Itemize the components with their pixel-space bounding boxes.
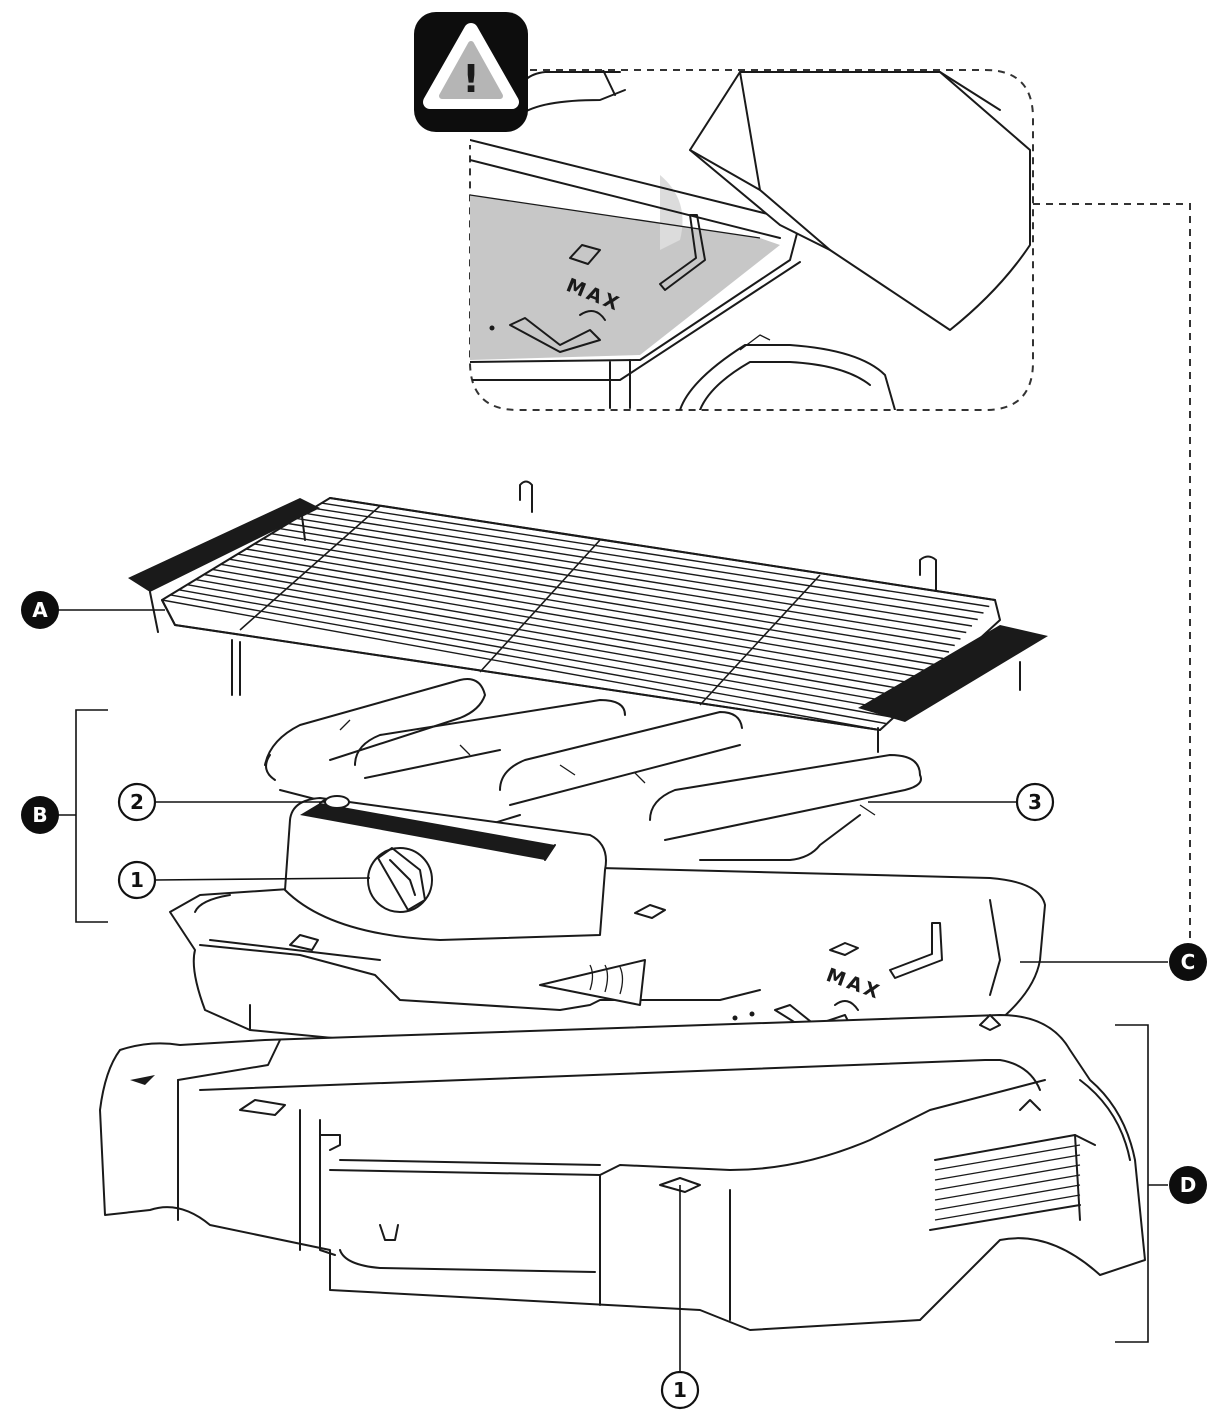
grill-rack-support: [239, 505, 381, 631]
inset-fill-icon: [509, 310, 606, 353]
callout-1-base-label: 1: [673, 1378, 687, 1402]
grill-rack-bar: [203, 573, 909, 699]
callout-1-knob-label: 1: [130, 868, 144, 892]
callout-1-knob: 1: [117, 860, 371, 900]
grill-rack-bar: [287, 522, 967, 634]
grill-rack-bar: [296, 517, 973, 627]
inset-leader-line: [1033, 203, 1191, 938]
base: [99, 1014, 1146, 1331]
grill-rack-bar: [237, 553, 932, 673]
warning-badge: !: [414, 12, 528, 132]
warning-exclamation: !: [462, 57, 479, 101]
heating-element: [264, 678, 922, 861]
grill-rack-bar: [262, 538, 950, 653]
callout-a: A: [21, 591, 165, 629]
grill-rack-bar: [271, 533, 955, 647]
grill-rack-bar: [254, 543, 944, 660]
grill-rack-bar: [195, 578, 904, 705]
grill-rack: [128, 480, 1048, 753]
grill-rack-bar: [178, 589, 892, 718]
callout-d-label: D: [1180, 1173, 1197, 1197]
grill-rack-bar: [304, 512, 978, 621]
grill-rack-bar: [187, 584, 898, 712]
indicator-light: [324, 795, 350, 809]
water-level-detail-inset: MAX: [469, 69, 1191, 938]
grill-rack-bar: [220, 563, 921, 686]
callout-3-label: 3: [1028, 790, 1042, 814]
grill-rack-bar: [212, 568, 915, 692]
grill-rack-support: [699, 574, 821, 706]
grill-rack-bar: [161, 599, 881, 731]
inset-max-hook: [659, 214, 706, 291]
callout-c: C: [1020, 943, 1207, 981]
control-housing: [284, 795, 607, 941]
grill-rack-bar: [321, 502, 990, 608]
grill-rack-bar: [313, 507, 984, 614]
callout-2-label: 2: [130, 790, 144, 814]
callout-b: B: [21, 709, 108, 923]
callout-3: 3: [868, 782, 1055, 822]
grill-rack-support: [479, 539, 601, 673]
grill-rack-bar: [245, 548, 938, 666]
grill-rack-bar: [229, 558, 927, 679]
callout-b-label: B: [32, 803, 47, 827]
grill-rack-left-handle: [128, 498, 320, 592]
callout-2: 2: [117, 782, 325, 822]
thermostat-knob: [367, 847, 433, 913]
callout-d: D: [1115, 1024, 1207, 1343]
tray-max-hook: [889, 922, 943, 979]
grill-rack-bars: [161, 497, 996, 731]
callout-c-label: C: [1181, 950, 1196, 974]
grill-rack-bar: [279, 527, 961, 640]
grill-rack-right-handle: [858, 625, 1048, 722]
callout-1-base: 1: [660, 1185, 700, 1410]
callout-a-label: A: [32, 598, 48, 622]
inset-control-housing: [689, 71, 1031, 331]
grill-rack-bar: [170, 594, 886, 725]
inset-water-fill: [470, 195, 780, 360]
